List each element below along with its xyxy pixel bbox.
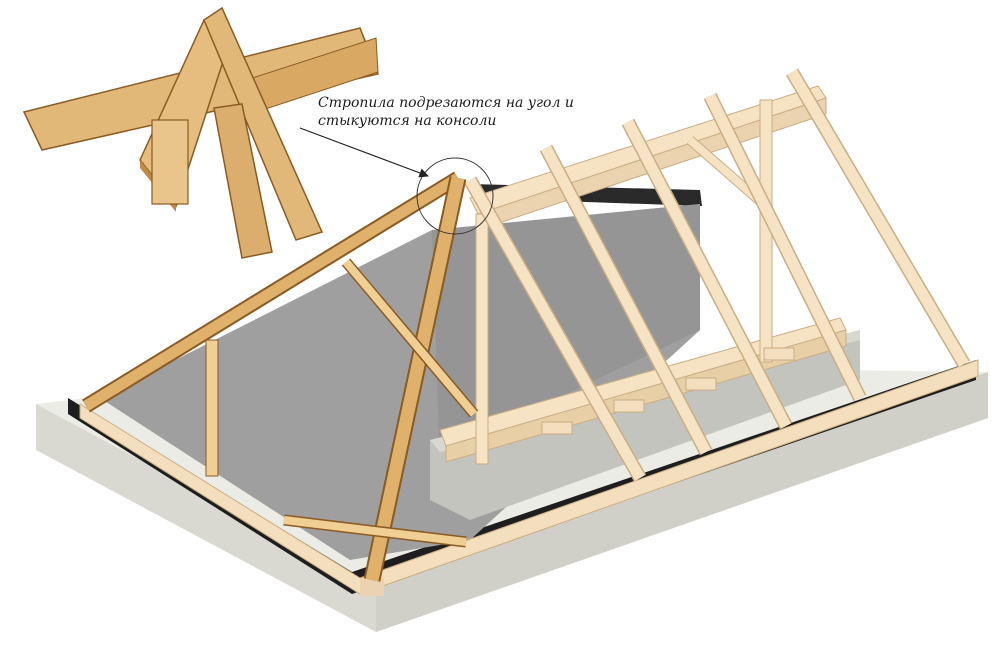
annotation-text: Стропила подрезаются на угол и стыкуются… — [318, 94, 588, 130]
annotation-line-2: стыкуются на консоли — [318, 113, 497, 129]
rafter-3 — [621, 118, 793, 430]
rafter-5 — [785, 68, 971, 368]
annotation-line-1: Стропила подрезаются на угол и — [318, 95, 574, 111]
wall-plate — [79, 359, 979, 596]
front-rafter-pair — [82, 171, 467, 582]
rafter-4 — [703, 92, 867, 402]
rafter-1 — [463, 176, 647, 482]
front-struts — [205, 258, 479, 548]
rafter-2 — [539, 144, 713, 456]
leader-line — [299, 127, 429, 178]
tie-blocks — [541, 347, 795, 435]
junction-highlight — [416, 157, 494, 235]
common-rafters — [463, 68, 971, 482]
junction-detail-inset — [22, 6, 380, 259]
